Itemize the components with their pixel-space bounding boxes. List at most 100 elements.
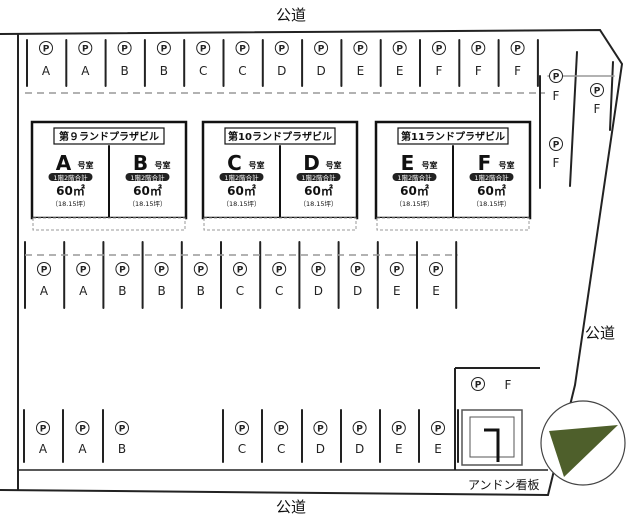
stall-unit-label: D bbox=[353, 284, 362, 298]
stall-unit-label: B bbox=[118, 284, 126, 298]
stall-unit-label: E bbox=[432, 284, 440, 298]
stall-unit-label: D bbox=[316, 64, 325, 78]
building-title-box bbox=[53, 127, 165, 145]
unit-suffix: 号室 bbox=[249, 160, 265, 170]
building-entrance bbox=[376, 217, 530, 231]
unit-area: 60㎡ bbox=[477, 183, 506, 198]
unit-floors-pill bbox=[219, 173, 264, 181]
stall-unit-label: D bbox=[316, 442, 325, 456]
unit-letter: E bbox=[401, 151, 415, 175]
stall-unit-label: A bbox=[78, 442, 87, 456]
unit-suffix: 号室 bbox=[422, 160, 438, 170]
parking-symbol-icon bbox=[36, 421, 50, 435]
parking-stall: PD bbox=[350, 262, 365, 298]
parking-stall: PD bbox=[313, 421, 328, 456]
parking-symbol-letter: P bbox=[276, 266, 283, 276]
parking-stall: PC bbox=[272, 262, 287, 298]
parking-symbol-letter: P bbox=[197, 266, 204, 276]
parking-symbol-letter: P bbox=[158, 266, 165, 276]
parking-stall: PC bbox=[235, 421, 249, 456]
building-title: 第10ランドプラザビル bbox=[228, 130, 332, 143]
unit-letter: A bbox=[56, 151, 72, 175]
parking-symbol-icon bbox=[471, 377, 485, 391]
parking-symbol-icon bbox=[314, 41, 329, 55]
parking-symbol-icon bbox=[352, 421, 367, 435]
parking-symbol-letter: P bbox=[433, 266, 440, 276]
parking-symbol-letter: P bbox=[594, 87, 601, 97]
parking-symbol-letter: P bbox=[82, 45, 89, 55]
parking-stall: PB bbox=[156, 41, 171, 78]
parking-symbol-icon bbox=[350, 262, 365, 276]
parking-symbol-icon bbox=[37, 262, 51, 276]
parking-symbol-icon bbox=[39, 41, 53, 55]
stall-unit-label: E bbox=[396, 64, 404, 78]
unit-area: 60㎡ bbox=[400, 183, 429, 198]
parking-symbol-letter: P bbox=[396, 45, 403, 55]
stall-unit-label: F bbox=[514, 64, 521, 78]
parking-symbol-letter: P bbox=[395, 425, 402, 435]
stall-unit-label: A bbox=[81, 64, 90, 78]
parking-symbol-letter: P bbox=[354, 266, 361, 276]
parking-stall: PA bbox=[37, 262, 51, 298]
parking-symbol-icon bbox=[154, 262, 169, 276]
stall-unit-label: C bbox=[236, 284, 244, 298]
parking-stall: PC bbox=[235, 41, 250, 78]
parking-stall: PB bbox=[115, 421, 129, 456]
corner-stall-label: F bbox=[505, 378, 512, 392]
stall-unit-label: F bbox=[436, 64, 443, 78]
building-title-box bbox=[224, 127, 336, 145]
unit-floors: 1階2階合計 bbox=[130, 173, 165, 182]
parking-symbol-letter: P bbox=[436, 45, 443, 55]
unit-area: 60㎡ bbox=[56, 183, 85, 198]
parking-symbol-icon bbox=[115, 421, 129, 435]
parking-stall: PB bbox=[117, 41, 132, 78]
unit-tsubo: （18.15坪） bbox=[222, 200, 260, 208]
parking-stall: PE bbox=[353, 41, 368, 78]
stall-unit-label: B bbox=[120, 64, 128, 78]
stall-unit-label: B bbox=[118, 442, 126, 456]
parking-symbol-icon bbox=[76, 262, 91, 276]
parking-symbol-letter: P bbox=[553, 73, 560, 83]
stall-unit-label: A bbox=[39, 442, 48, 456]
parking-symbol-icon bbox=[471, 41, 486, 55]
sign-label: アンドン看板 bbox=[468, 478, 540, 492]
parking-symbol-letter: P bbox=[435, 425, 442, 435]
unit-letter: D bbox=[303, 151, 320, 175]
parking-symbol-letter: P bbox=[121, 45, 128, 55]
parking-stall: PC bbox=[274, 421, 289, 456]
road-label-right: 公道 bbox=[585, 324, 616, 342]
parking-symbol-letter: P bbox=[315, 266, 322, 276]
sign-base bbox=[461, 409, 523, 466]
parking-symbol-letter: P bbox=[475, 45, 482, 55]
stall-unit-label: A bbox=[79, 284, 88, 298]
parking-symbol-icon bbox=[274, 41, 289, 55]
unit-letter: F bbox=[478, 151, 492, 175]
unit-suffix: 号室 bbox=[78, 160, 94, 170]
stall-unit-label: B bbox=[157, 284, 165, 298]
unit-floors: 1階2階合計 bbox=[53, 173, 88, 182]
unit-floors: 1階2階合計 bbox=[397, 173, 432, 182]
parking-stall: PF bbox=[432, 41, 446, 78]
parking-stall: PC bbox=[196, 41, 211, 78]
parking-symbol-letter: P bbox=[475, 381, 482, 391]
parking-symbol-letter: P bbox=[356, 425, 363, 435]
parking-stall: PF bbox=[549, 137, 563, 170]
stall-unit-label: D bbox=[314, 284, 323, 298]
parking-symbol-icon bbox=[235, 41, 250, 55]
sign-base bbox=[469, 416, 515, 458]
unit-floors-pill bbox=[125, 173, 170, 181]
parking-symbol-letter: P bbox=[278, 45, 285, 55]
unit-area: 60㎡ bbox=[227, 183, 256, 198]
parking-symbol-letter: P bbox=[239, 425, 246, 435]
stall-unit-label: E bbox=[393, 284, 401, 298]
unit-letter: C bbox=[227, 151, 242, 175]
unit-letter: B bbox=[133, 151, 148, 175]
stall-divider bbox=[609, 61, 614, 131]
parking-symbol-icon bbox=[590, 83, 604, 97]
stall-unit-label: A bbox=[40, 284, 49, 298]
unit-floors-pill bbox=[392, 173, 437, 181]
parking-stall: PA bbox=[36, 421, 50, 456]
